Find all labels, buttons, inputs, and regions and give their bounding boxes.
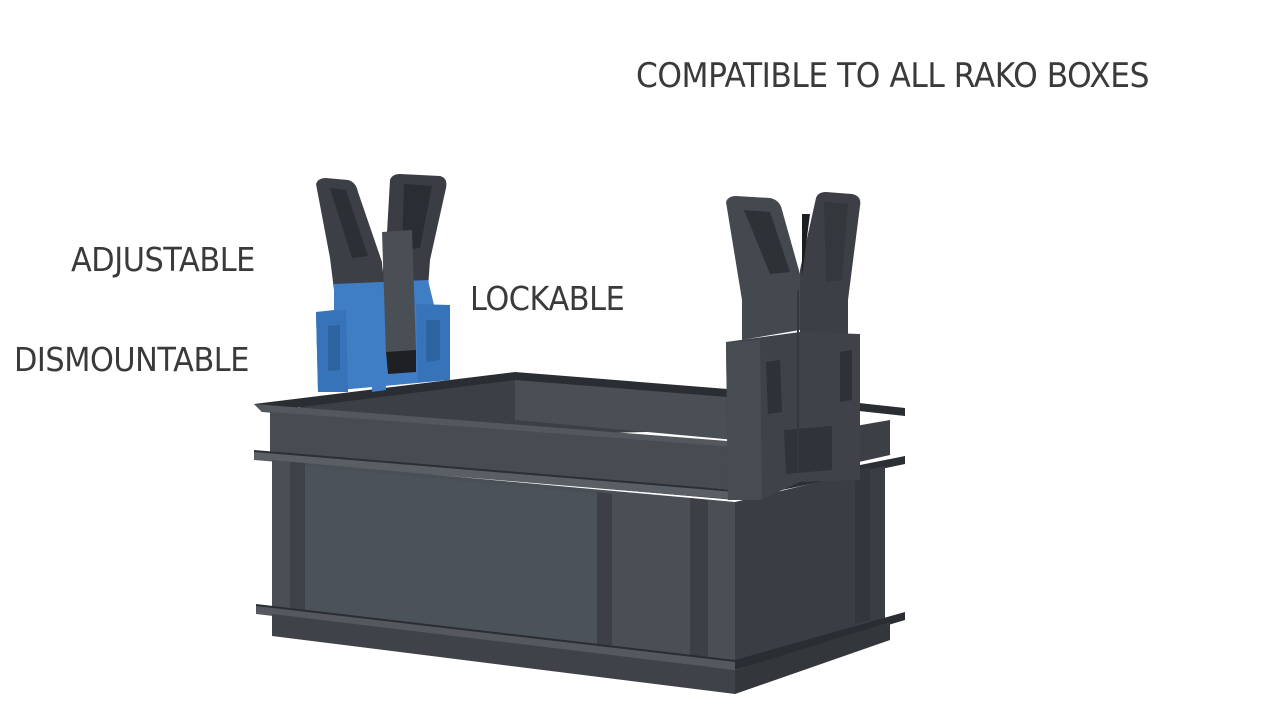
feature-label-lockable: LOCKABLE xyxy=(470,279,625,318)
adjustable-handle-blue-base-icon xyxy=(316,174,450,392)
headline: COMPATIBLE TO ALL RAKO BOXES xyxy=(636,56,1150,96)
feature-label-adjustable: ADJUSTABLE xyxy=(71,240,255,279)
rako-box-icon xyxy=(254,372,905,694)
feature-label-dismountable: DISMOUNTABLE xyxy=(14,340,249,379)
handle-mounted-icon xyxy=(726,192,861,500)
